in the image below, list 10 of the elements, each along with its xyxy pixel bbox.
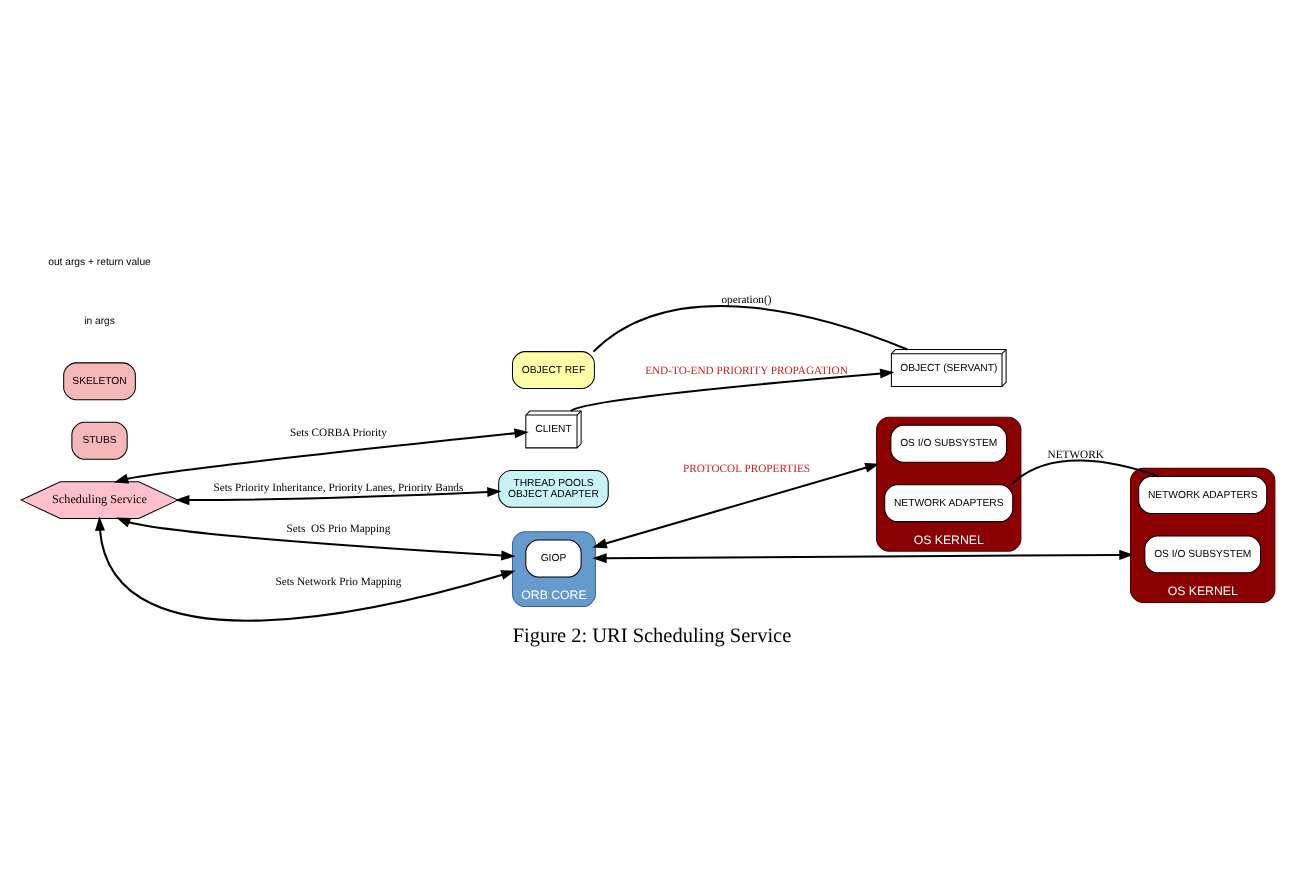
arrow xyxy=(175,485,502,505)
arrow xyxy=(116,516,516,560)
arrow xyxy=(94,515,516,621)
arrow xyxy=(113,427,529,483)
connector xyxy=(592,304,908,352)
caption: Figure 2: URI Scheduling Service xyxy=(512,624,792,647)
arrow xyxy=(592,548,1134,563)
connector xyxy=(1010,458,1160,485)
arrow xyxy=(592,461,880,548)
arrow xyxy=(570,367,895,411)
